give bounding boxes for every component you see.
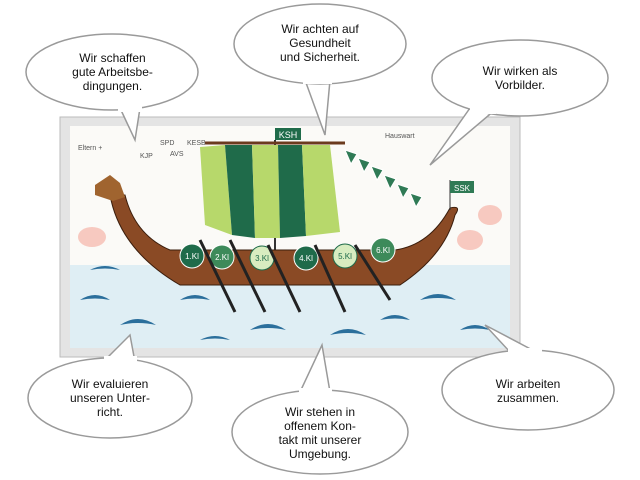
oars bbox=[198, 239, 392, 313]
pennants bbox=[344, 149, 423, 209]
stern-flag-label: SSK bbox=[454, 184, 471, 193]
bubble-work-together: Wir arbeiten zusammen. bbox=[495, 377, 561, 405]
sky-label: Hauswart bbox=[385, 133, 415, 140]
shield-label: 2.Kl bbox=[215, 253, 229, 262]
sky-label: Eltern + bbox=[78, 145, 102, 152]
bubble-health-safety: Wir achten auf Gesundheit und Sicherheit… bbox=[279, 22, 361, 64]
mast-flag-label: KSH bbox=[279, 130, 298, 140]
shields: 1.Kl 2.Kl 3.Kl 4.Kl 5.Kl 6.Kl bbox=[179, 237, 396, 271]
sky-label: AVS bbox=[170, 151, 184, 158]
shield-label: 1.Kl bbox=[185, 252, 199, 261]
shield-label: 3.Kl bbox=[255, 254, 269, 263]
dragon-head bbox=[95, 175, 125, 201]
bubble-open-contact: Wir stehen in offenem Kon- takt mit unse… bbox=[278, 405, 362, 461]
shield-label: 4.Kl bbox=[299, 254, 313, 263]
shield-label: 5.Kl bbox=[338, 252, 352, 261]
bubble-evaluate-teaching: Wir evaluieren unseren Unter- richt. bbox=[69, 377, 151, 419]
sail bbox=[200, 145, 340, 238]
sky-label: KJP bbox=[140, 153, 153, 160]
sky-label: SPD bbox=[160, 140, 174, 147]
sky-label: KESB bbox=[187, 140, 206, 147]
shield-label: 6.Kl bbox=[376, 246, 390, 255]
waves bbox=[80, 266, 490, 340]
bubble-role-models: Wir wirken als Vorbilder. bbox=[482, 64, 558, 92]
bubble-working-conditions: Wir schaffen gute Arbeitsbe- dingungen. bbox=[72, 51, 153, 93]
